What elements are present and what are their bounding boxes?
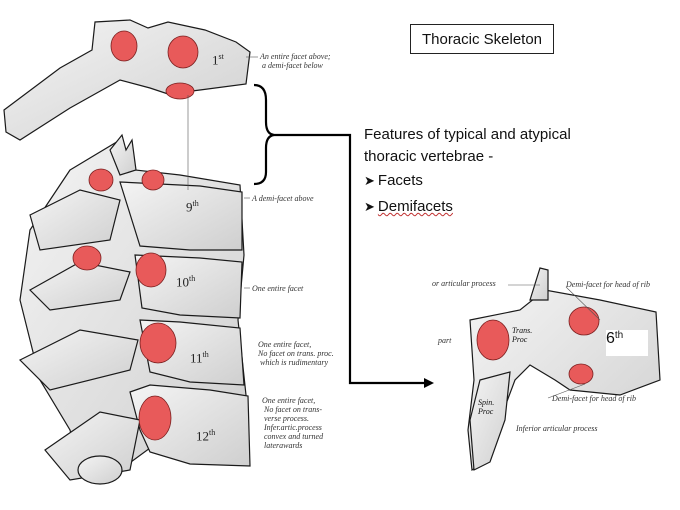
vertebra-label-12: 12th [196, 428, 216, 444]
demifacet-6-bottom [568, 363, 594, 385]
facet-1-right [167, 35, 199, 69]
vertebra-label-10: 10th [176, 274, 196, 290]
facet-10-a [72, 245, 102, 271]
annotation-tenth: One entire facet [252, 284, 304, 293]
features-heading-line2: thoracic vertebrae - [364, 148, 494, 165]
facet-10-b [135, 252, 167, 288]
annotation-first: An entire facet above; a demi-facet belo… [260, 52, 331, 70]
demifacet-6-top [568, 306, 600, 336]
spinous-process-11 [18, 329, 139, 391]
label-sup-artic: or articular process [432, 279, 496, 288]
facet-11 [139, 322, 177, 364]
label-inf-artic: Inferior articular process [516, 424, 598, 433]
label-spin-proc: Spin. Proc [478, 398, 495, 416]
sup-artic-process-9 [109, 133, 137, 176]
spinous-process-9 [29, 189, 121, 251]
bullet-facets: ➤ Facets [364, 170, 664, 192]
facet-1-left [110, 30, 138, 62]
label-part: part [438, 336, 452, 345]
annotation-twelfth: One entire facet, No facet on trans- ver… [262, 396, 324, 450]
vertebra-label-11: 11th [190, 350, 209, 366]
vertebra-label-1: 1st [212, 52, 224, 68]
label-demi-bottom: Demi-facet for head of rib [552, 394, 636, 403]
label-demi-top: Demi-facet for head of rib [566, 280, 650, 289]
annotation-ninth: A demi-facet above [252, 194, 314, 203]
facet-6-trans [476, 319, 510, 361]
sixth-vertebra-sup-process [529, 267, 549, 301]
features-text: Features of typical and atypical thoraci… [364, 124, 664, 218]
demifacet-9-above-a [88, 168, 114, 192]
sixth-vertebra-spine [469, 371, 511, 471]
features-heading-line1: Features of typical and atypical [364, 126, 571, 143]
rib-stub-12 [77, 455, 123, 485]
facet-12 [138, 395, 172, 441]
bullet-demifacets: ➤ Demifacets [364, 196, 664, 218]
arrow-bullet-icon: ➤ [364, 173, 375, 188]
annotation-eleventh: One entire facet, No facet on trans. pro… [258, 340, 334, 367]
demifacet-9-above-b [141, 169, 165, 191]
arrow-bullet-icon: ➤ [364, 199, 375, 214]
connector-line [274, 133, 426, 385]
connector-arrowhead [424, 378, 434, 388]
ninth-vertebra [119, 181, 243, 251]
vertebra-label-9: 9th [186, 199, 199, 215]
bullet-facets-label: Facets [377, 172, 423, 189]
demifacet-1-below [165, 82, 195, 100]
spinous-process-10 [29, 261, 131, 311]
label-trans-proc: Trans. Proc [512, 326, 533, 344]
annotation-brace [253, 83, 275, 186]
slide-title: Thoracic Skeleton [410, 24, 554, 54]
bullet-demifacets-label: Demifacets [377, 198, 453, 215]
